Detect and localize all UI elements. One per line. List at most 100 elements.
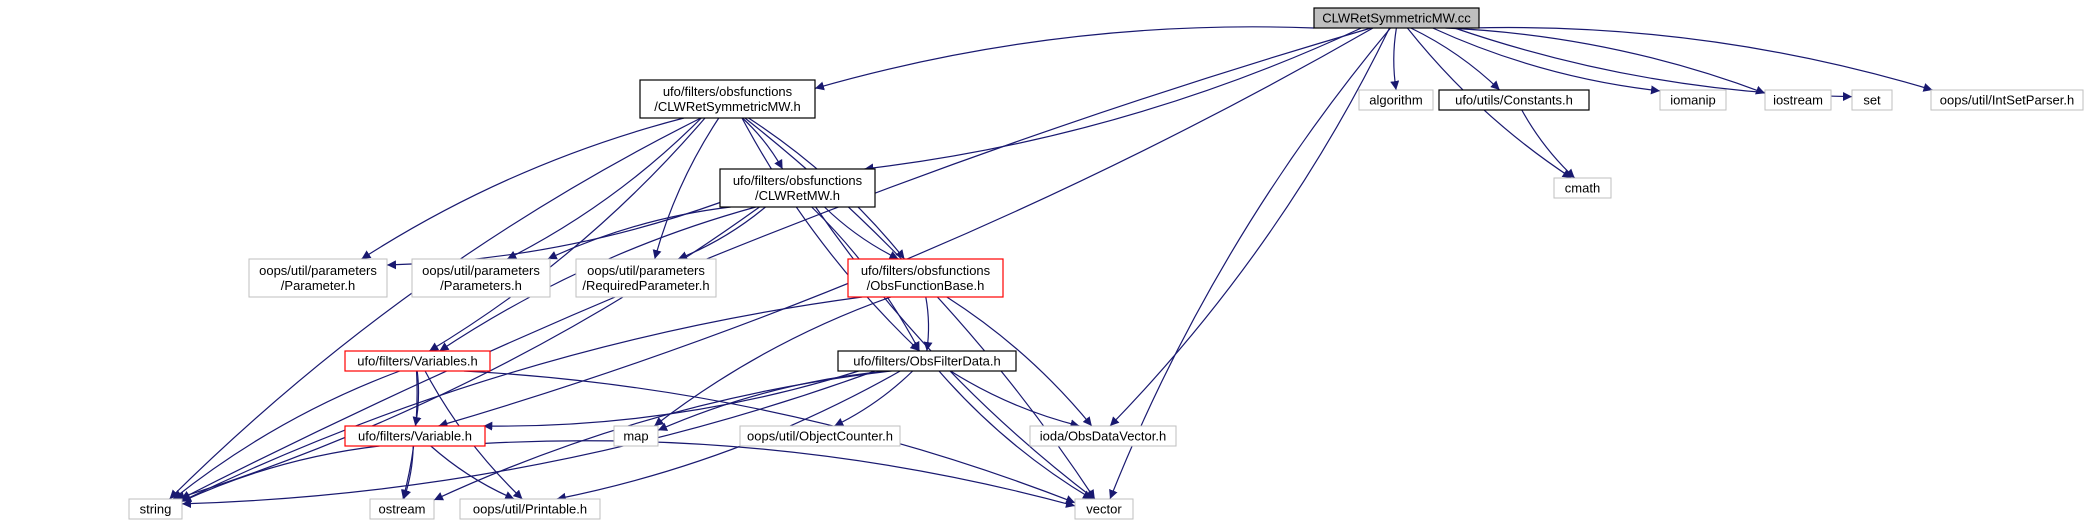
node-set-box [1851,89,1893,111]
node-objcounter-label-line-0: oops/util/ObjectCounter.h [747,429,893,444]
node-reqparam-label-line-1: /RequiredParameter.h [582,278,709,293]
edge-obsfuncbase-to-map [653,296,891,427]
node-clwsym-label-line-0: ufo/filters/obsfunctions [663,84,793,99]
node-parameter-box [248,258,388,298]
node-iomanip-label-line-0: iomanip [1670,93,1716,108]
node-parameter: oops/util/parameters/Parameter.h [248,258,388,298]
node-variable-box [344,425,486,447]
node-parameters-box [411,258,551,298]
edge-clwsym-to-obsfilterdata [741,117,920,352]
edge-variable-to-vector [484,440,1076,508]
node-printable-label-line-0: oops/util/Printable.h [473,502,587,517]
node-iomanip-box [1659,89,1727,111]
node-clwsym-box [639,79,816,119]
edge-obsfilterdata-to-printable [556,370,901,502]
node-obsfuncbase-label-line-1: /ObsFunctionBase.h [867,278,985,293]
edge-root-to-obsdatavector [1109,27,1391,427]
node-reqparam: oops/util/parameters/RequiredParameter.h [575,258,717,298]
node-string-box [128,498,183,520]
node-obsfuncbase[interactable]: ufo/filters/obsfunctions/ObsFunctionBase… [847,258,1004,298]
node-algorithm: algorithm [1358,89,1434,111]
edge-obsfilterdata-to-objcounter [834,370,914,427]
node-ostream: ostream [369,498,435,520]
node-root[interactable]: CLWRetSymmetricMW.cc [1313,7,1480,29]
node-parameters-label-line-1: /Parameters.h [440,278,522,293]
node-set-label-line-0: set [1863,93,1881,108]
node-root-box [1313,7,1480,29]
edge-obsfilterdata-to-obsdatavector [950,370,1080,429]
edge-root-to-constants [1410,27,1501,91]
edge-variable-to-string [181,445,380,503]
edge-root-to-set [1454,27,1853,101]
node-map-label-line-0: map [623,429,648,444]
node-iostream: iostream [1764,89,1832,111]
edge-clwsym-to-variables [428,117,706,352]
edge-root-to-algorithm [1390,27,1400,91]
node-obsdatavector: ioda/ObsDataVector.h [1029,425,1177,447]
edge-clwsym-to-clwret [741,117,784,170]
node-obsfilterdata-box [837,350,1017,372]
node-clwret-label-line-1: /CLWRetMW.h [755,188,840,203]
edge-variable-to-ostream [402,445,414,500]
node-iostream-label-line-0: iostream [1773,93,1823,108]
edge-clwsym-to-reqparam [652,117,720,260]
edge-variables-to-vector [463,370,1076,504]
edge-root-to-clwret [864,27,1362,173]
node-algorithm-label-line-0: algorithm [1369,93,1422,108]
node-obsfilterdata[interactable]: ufo/filters/ObsFilterData.h [837,350,1017,372]
node-constants[interactable]: ufo/utils/Constants.h [1438,89,1590,111]
node-clwsym-label-line-1: /CLWRetSymmetricMW.h [654,99,800,114]
node-variables[interactable]: ufo/filters/Variables.h [344,350,491,372]
edge-obsfuncbase-to-string [181,296,863,502]
node-clwsym[interactable]: ufo/filters/obsfunctions/CLWRetSymmetric… [639,79,816,119]
node-constants-box [1438,89,1590,111]
node-vector: vector [1074,498,1134,520]
edge-obsfilterdata-to-variable [483,370,859,431]
node-obsfuncbase-label-line-0: ufo/filters/obsfunctions [861,263,991,278]
node-string: string [128,498,183,520]
node-objcounter-box [739,425,901,447]
edge-obsfilterdata-to-vector [938,370,1093,500]
node-vector-label-line-0: vector [1086,502,1122,517]
node-cmath: cmath [1553,177,1612,199]
node-variables-label-line-0: ufo/filters/Variables.h [357,354,477,369]
node-map-box [613,425,659,447]
node-intsetparser-box [1930,89,2084,111]
node-clwret[interactable]: ufo/filters/obsfunctions/CLWRetMW.h [719,168,876,208]
edge-variable-to-printable [430,445,515,500]
edge-root-to-variable [438,27,1374,428]
edge-constants-to-cmath [1521,109,1576,179]
node-variable[interactable]: ufo/filters/Variable.h [344,425,486,447]
edge-variables-to-string [172,370,401,500]
edge-obsfilterdata-to-ostream [433,370,892,501]
node-printable-box [459,498,601,520]
node-clwret-box [719,168,876,208]
node-variables-box [344,350,491,372]
node-ostream-box [369,498,435,520]
edge-obsfuncbase-to-obsdatavector [946,296,1093,427]
node-obsdatavector-label-line-0: ioda/ObsDataVector.h [1040,429,1166,444]
edge-obsfilterdata-to-map [657,370,889,431]
edge-root-to-clwsym [814,26,1315,91]
edge-obsfuncbase-to-obsfilterdata [923,296,933,352]
edge-root-to-string [180,27,1372,500]
node-ostream-label-line-0: ostream [379,502,426,517]
edge-root-to-iomanip [1432,27,1661,95]
edge-clwret-to-obsfuncbase [824,206,899,260]
node-parameters: oops/util/parameters/Parameters.h [411,258,551,298]
node-constants-label-line-0: ufo/utils/Constants.h [1455,93,1573,108]
node-cmath-box [1553,177,1612,199]
node-reqparam-label-line-0: oops/util/parameters [587,263,705,278]
edge-clwret-to-parameters [547,206,731,260]
edge-clwsym-to-parameters [506,117,702,260]
node-iostream-box [1764,89,1832,111]
node-set: set [1851,89,1893,111]
node-iomanip: iomanip [1659,89,1727,111]
edge-root-to-intsetparser [1470,26,1933,92]
node-string-label-line-0: string [140,502,172,517]
node-cmath-label-line-0: cmath [1565,181,1600,196]
node-parameter-label-line-0: oops/util/parameters [259,263,377,278]
node-obsfuncbase-box [847,258,1004,298]
dependency-nodes: CLWRetSymmetricMW.cc ufo/filters/obsfunct… [128,7,2084,520]
